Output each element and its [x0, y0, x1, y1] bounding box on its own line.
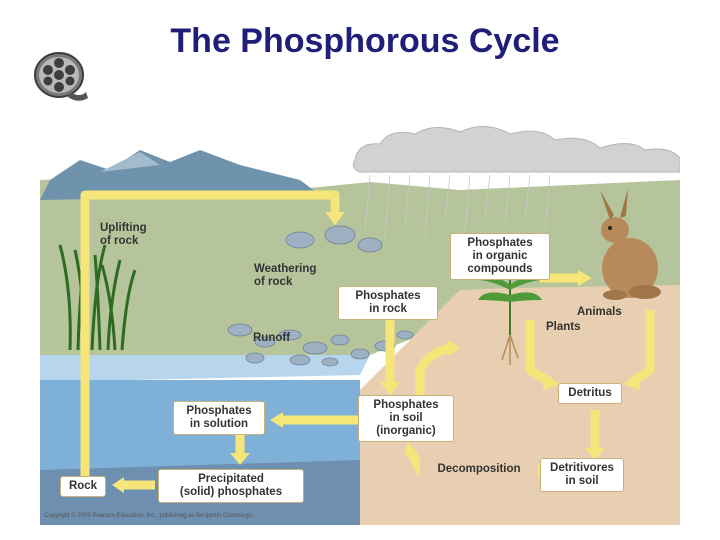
- cloud: [352, 126, 680, 173]
- box-detritivores-in-soil: Detritivores in soil: [540, 458, 624, 492]
- label-animals: Animals: [577, 306, 622, 318]
- box-precipitated-phosphates: Precipitated (solid) phosphates: [158, 469, 304, 503]
- label-uplifting-of-rock: Uplifting of rock: [100, 222, 147, 247]
- rabbit: [600, 188, 661, 300]
- mountains: [40, 150, 320, 200]
- copyright-notice: Copyright © 2003 Pearson Education, Inc.…: [44, 513, 254, 519]
- box-detritus: Detritus: [558, 383, 622, 404]
- page-title: The Phosphorous Cycle: [170, 22, 560, 60]
- label-weathering-of-rock: Weathering of rock: [254, 263, 317, 288]
- label-runoff: Runoff: [253, 332, 291, 344]
- box-phosphates-in-organic-compounds: Phosphates in organic compounds: [450, 233, 550, 280]
- phosphorus-cycle-diagram: Uplifting of rock Weathering of rock Run…: [40, 120, 680, 525]
- box-rock: Rock: [60, 476, 106, 497]
- water-surface: [40, 355, 370, 382]
- box-phosphates-in-solution: Phosphates in solution: [173, 401, 265, 435]
- box-phosphates-in-rock: Phosphates in rock: [338, 286, 438, 320]
- label-plants: Plants: [546, 321, 581, 333]
- box-phosphates-in-soil: Phosphates in soil (inorganic): [358, 395, 454, 442]
- film-reel-icon[interactable]: [30, 46, 88, 104]
- box-decomposition: Decomposition: [420, 460, 538, 479]
